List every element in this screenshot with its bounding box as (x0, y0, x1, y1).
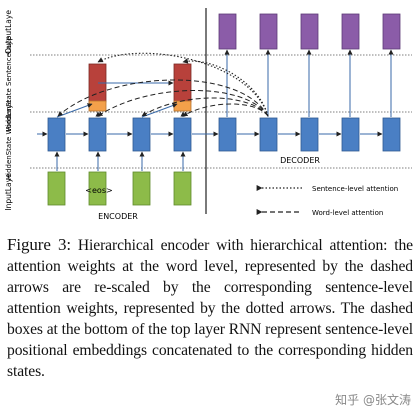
hidden-box (132, 117, 151, 152)
architecture-diagram: OutputLaye HiddenState SentenceLaye Hidd… (4, 8, 412, 221)
legend-sentence-label: Sentence-level attention (312, 185, 398, 193)
input-box (173, 171, 192, 206)
hidden-box (259, 117, 278, 152)
label-input-layer: InputLaye (4, 173, 13, 211)
hidden-box (382, 117, 401, 152)
output-box (259, 13, 278, 50)
label-word-layer: HiddenState WordLaye (5, 100, 13, 180)
caption-text: Hierarchical encoder with hierarchical a… (7, 237, 413, 380)
output-box (218, 13, 237, 50)
layer-separators (30, 54, 412, 169)
hidden-box (341, 117, 360, 152)
encoder-title: ENCODER (98, 212, 138, 221)
output-box (300, 13, 319, 50)
output-box (341, 13, 360, 50)
hidden-box (173, 117, 192, 152)
caption-label: Figure 3: (7, 235, 72, 254)
input-box (132, 171, 151, 206)
word-attention-arrows (57, 79, 269, 117)
hidden-box (88, 117, 107, 152)
positional-embedding-box (88, 100, 107, 112)
recurrent-arrows (37, 80, 383, 137)
label-output-layer: OutputLaye (4, 10, 13, 54)
input-box (88, 171, 107, 206)
legend-word-label: Word-level attention (312, 209, 383, 217)
legend: Sentence-level attention Word-level atte… (256, 185, 398, 217)
decoder-output-layer (218, 13, 401, 50)
hidden-box (218, 117, 237, 152)
word-hidden-layer (47, 117, 401, 152)
eos-label: <eos> (85, 186, 112, 195)
input-layer (47, 171, 192, 206)
sentence-attention-arrows (97, 52, 269, 117)
input-box (47, 171, 66, 206)
hidden-box (300, 117, 319, 152)
output-box (382, 13, 401, 50)
sentence-hidden-box (173, 63, 192, 103)
figure-caption: Figure 3: Hierarchical encoder with hier… (7, 234, 413, 382)
hidden-box (47, 117, 66, 152)
watermark: 知乎 @张文涛 (333, 391, 413, 408)
decoder-title: DECODER (280, 156, 320, 165)
vertical-arrows (54, 49, 394, 171)
label-sentence-layer: HiddenState SentenceLaye (5, 36, 13, 131)
